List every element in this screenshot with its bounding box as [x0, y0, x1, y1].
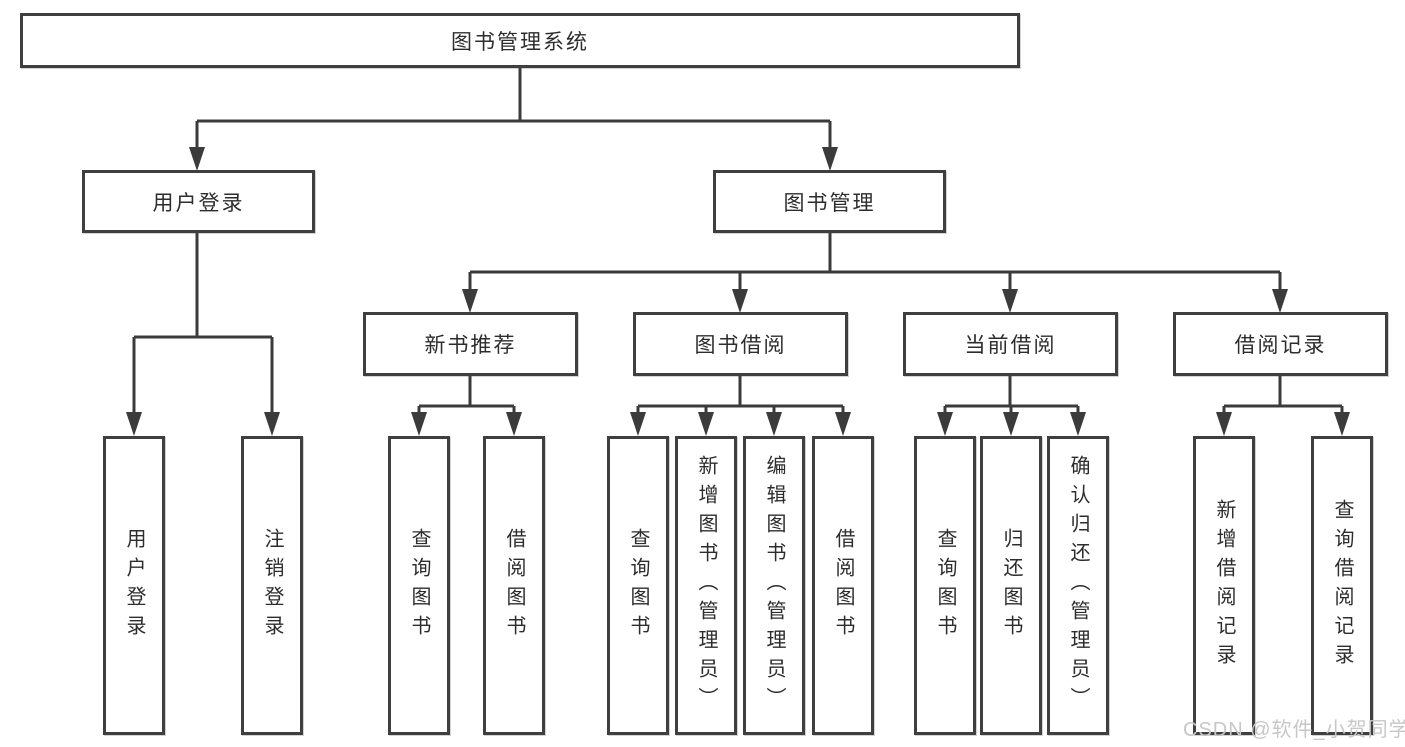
leaf-label: 查询图书 [934, 527, 956, 644]
node-root-label: 图书管理系统 [451, 30, 589, 54]
arrow-icon [506, 412, 522, 436]
arrow-icon [766, 412, 782, 436]
leaf-borrow-book-recommend: 借阅图书 [483, 436, 545, 735]
leaf-confirm-return-admin: 确认归还（管理员） [1047, 436, 1109, 735]
node-label: 用户登录 [152, 191, 245, 215]
node-current-borrowing: 当前借阅 [903, 312, 1118, 376]
arrow-icon [1216, 412, 1232, 436]
node-user-login: 用户登录 [82, 170, 315, 233]
arrow-icon [462, 289, 478, 313]
leaf-add-borrow-record: 新增借阅记录 [1193, 436, 1255, 735]
node-book-borrowing: 图书借阅 [633, 312, 848, 376]
leaf-return-book: 归还图书 [980, 436, 1042, 735]
leaf-label: 确认归还（管理员） [1067, 455, 1089, 716]
leaf-borrow-book-borrowing: 借阅图书 [812, 436, 874, 735]
leaf-query-borrow-record: 查询借阅记录 [1311, 436, 1373, 735]
leaf-query-book-current: 查询图书 [914, 436, 976, 735]
node-label: 图书管理 [783, 191, 876, 215]
leaf-label: 借阅图书 [503, 527, 525, 644]
leaf-label: 查询图书 [408, 527, 430, 644]
arrow-icon [1272, 289, 1288, 313]
watermark: CSDN @软件_小贺同学 [1183, 719, 1405, 741]
arrow-icon [1334, 412, 1350, 436]
leaf-label: 借阅图书 [832, 527, 854, 644]
arrow-icon [835, 412, 851, 436]
leaf-label: 查询借阅记录 [1331, 498, 1353, 673]
node-new-book-recommend: 新书推荐 [363, 312, 578, 376]
leaf-edit-book-admin: 编辑图书（管理员） [743, 436, 805, 735]
leaf-user-login: 用户登录 [103, 436, 165, 735]
leaf-logout-login: 注销登录 [241, 436, 303, 735]
arrow-icon [189, 147, 205, 171]
arrow-icon [698, 412, 714, 436]
arrow-icon [937, 412, 953, 436]
leaf-label: 注销登录 [261, 527, 283, 644]
leaf-label: 用户登录 [123, 527, 145, 644]
arrow-icon [732, 289, 748, 313]
node-label: 当前借阅 [964, 334, 1057, 357]
arrow-icon [822, 147, 838, 171]
node-label: 新书推荐 [424, 334, 517, 357]
leaf-label: 新增借阅记录 [1213, 498, 1235, 673]
arrow-icon [1070, 412, 1086, 436]
arrow-icon [630, 412, 646, 436]
node-root: 图书管理系统 [20, 13, 1020, 68]
leaf-add-book-admin: 新增图书（管理员） [675, 436, 737, 735]
arrow-icon [264, 412, 280, 436]
leaf-label: 归还图书 [1000, 527, 1022, 644]
leaf-label: 查询图书 [627, 527, 649, 644]
node-label: 借阅记录 [1234, 334, 1327, 357]
arrow-icon [411, 412, 427, 436]
node-book-management: 图书管理 [713, 170, 946, 233]
arrow-icon [1002, 289, 1018, 313]
leaf-query-book-borrowing: 查询图书 [607, 436, 669, 735]
arrow-icon [126, 412, 142, 436]
node-borrow-records: 借阅记录 [1173, 312, 1388, 376]
node-label: 图书借阅 [694, 334, 787, 357]
leaf-query-book-recommend: 查询图书 [388, 436, 450, 735]
arrow-icon [1003, 412, 1019, 436]
leaf-label: 编辑图书（管理员） [763, 455, 785, 716]
leaf-label: 新增图书（管理员） [695, 455, 717, 716]
